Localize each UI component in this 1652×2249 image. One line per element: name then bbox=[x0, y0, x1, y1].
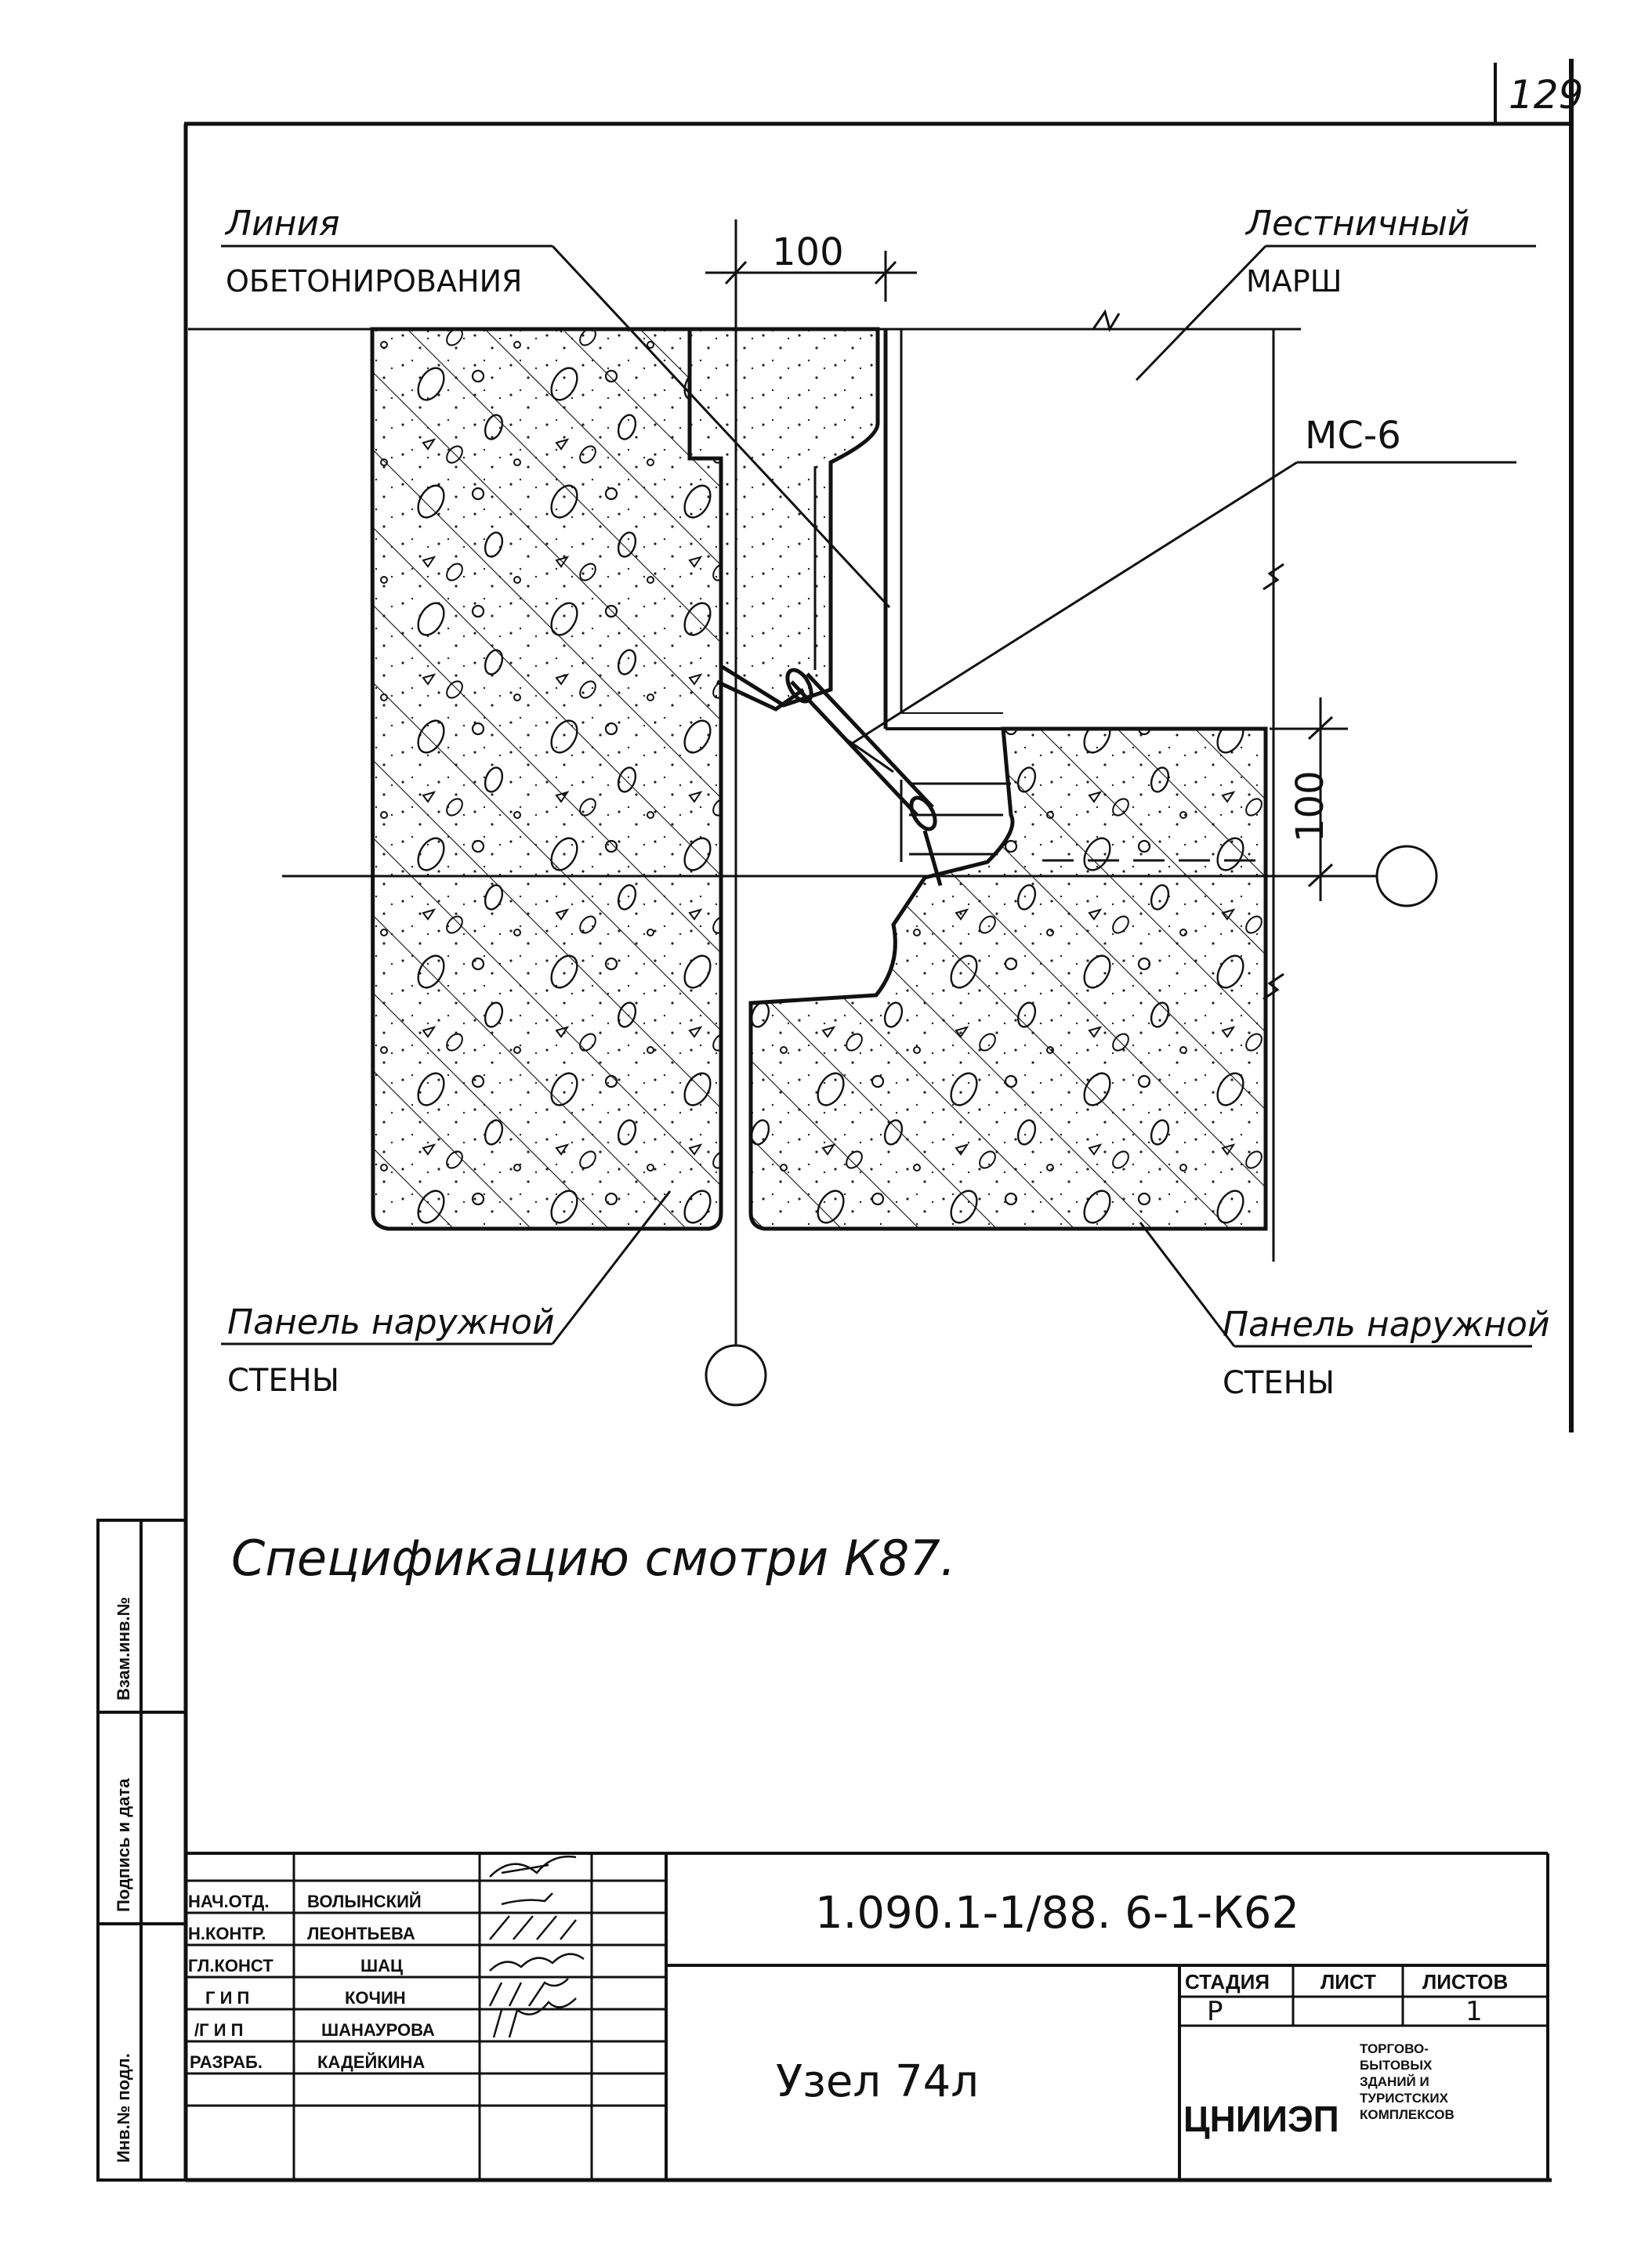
stair-flight bbox=[813, 329, 1284, 1262]
side-stamp-inv: Инв.№ подл. bbox=[114, 2053, 133, 2163]
person-role: ГЛ.КОНСТ bbox=[188, 1956, 274, 1976]
title-block-people: НАЧ.ОТД. ВОЛЫНСКИЙ Н.КОНТР. ЛЕОНТЬЕВА ГЛ… bbox=[188, 1892, 435, 2072]
axis-marker-right bbox=[1375, 845, 1438, 907]
dimension-side bbox=[1270, 697, 1348, 901]
side-stamp-vzam: Взам.инв.№ bbox=[114, 1597, 133, 1700]
org-desc-line: Торгово- bbox=[1360, 2041, 1429, 2056]
mc6-connector bbox=[716, 668, 943, 886]
specification-note: Спецификацию смотри К87. bbox=[231, 1530, 956, 1587]
person-role: Н.КОНТР. bbox=[188, 1924, 266, 1943]
label-panel-right-1: Панель наружной bbox=[1223, 1305, 1550, 1345]
stage-value: Р bbox=[1207, 1996, 1223, 2027]
dimension-top bbox=[705, 251, 917, 302]
right-panel bbox=[748, 726, 1268, 1231]
signatures bbox=[488, 1855, 585, 2038]
sheet-header: Лист bbox=[1321, 1970, 1376, 1994]
person-role: РАЗРАБ. bbox=[190, 2052, 263, 2072]
side-stamp bbox=[96, 1519, 187, 2182]
person-role: /Г И П bbox=[194, 2020, 243, 2040]
leaders bbox=[221, 244, 1536, 1348]
label-panel-right-2: стены bbox=[1223, 1365, 1335, 1401]
label-stair-1: Лестничный bbox=[1244, 204, 1469, 244]
title-block bbox=[186, 1852, 1549, 2180]
label-mc6: МС-6 bbox=[1305, 414, 1401, 458]
person-name: ШАЦ bbox=[360, 1956, 403, 1976]
top-break-line bbox=[188, 309, 1301, 332]
axis-lines bbox=[282, 219, 1379, 1348]
sheets-header: Листов bbox=[1422, 1970, 1508, 1994]
document-code: 1.090.1-1/88. 6-1-К62 bbox=[815, 1888, 1299, 1939]
dimension-top-value: 100 bbox=[772, 230, 844, 274]
org-desc-line: бытовых bbox=[1360, 2058, 1433, 2073]
side-stamp-sign: Подпись и дата bbox=[114, 1778, 133, 1912]
org-desc-line: туристских bbox=[1360, 2091, 1449, 2106]
label-panel-left-2: стены bbox=[227, 1363, 339, 1399]
page-number: 129 bbox=[1509, 72, 1583, 118]
dimension-side-value: 100 bbox=[1288, 770, 1332, 842]
sheets-value: 1 bbox=[1465, 1996, 1483, 2027]
person-role: Г И П bbox=[205, 1988, 249, 2008]
stage-header: Стадия bbox=[1185, 1970, 1270, 1994]
person-name: ЛЕОНТЬЕВА bbox=[307, 1924, 415, 1943]
person-name: КОЧИН bbox=[345, 1988, 406, 2008]
label-line-1: Линия bbox=[224, 204, 340, 244]
left-panel bbox=[370, 327, 723, 1231]
label-panel-left-1: Панель наружной bbox=[227, 1302, 555, 1342]
person-name: КАДЕЙКИНА bbox=[317, 2052, 425, 2072]
label-line-2: обетонирования bbox=[226, 264, 522, 299]
drawing-title: Узел 74л bbox=[776, 2056, 979, 2107]
label-stair-2: марш bbox=[1246, 264, 1342, 299]
org-desc-line: зданий и bbox=[1360, 2074, 1429, 2089]
person-name: ШАНАУРОВА bbox=[321, 2020, 435, 2040]
axis-marker-bottom bbox=[705, 1344, 767, 1407]
person-role: НАЧ.ОТД. bbox=[188, 1892, 269, 1911]
org-desc-line: комплексов bbox=[1360, 2107, 1455, 2122]
organization: ЦНИИЭП bbox=[1183, 2099, 1339, 2139]
person-name: ВОЛЫНСКИЙ bbox=[307, 1892, 422, 1911]
